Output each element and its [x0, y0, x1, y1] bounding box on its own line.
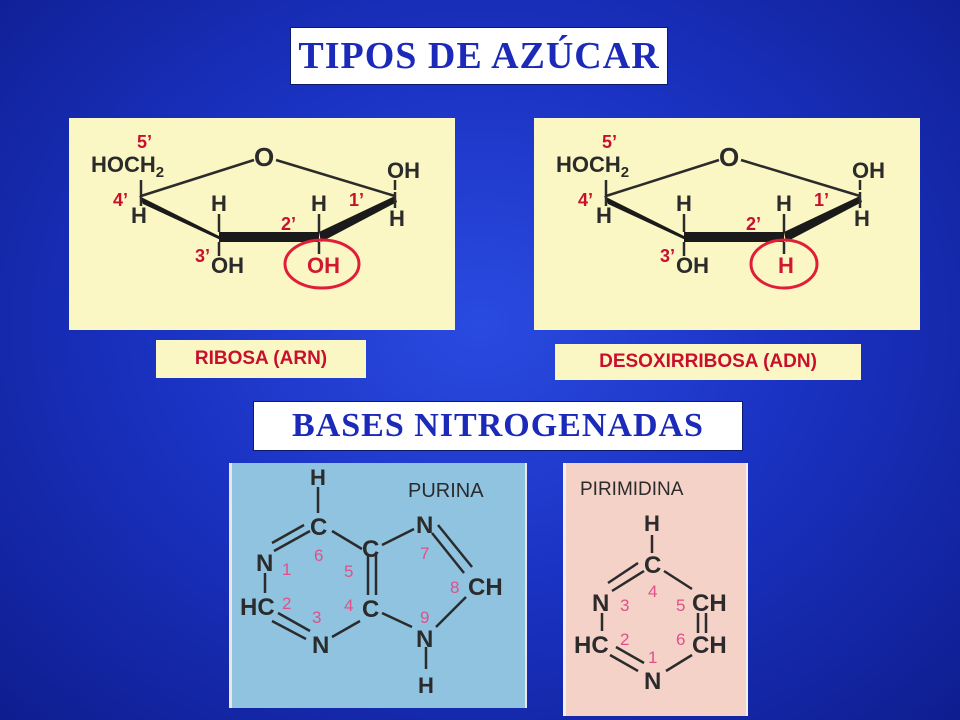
purine-c4: C	[362, 596, 379, 623]
pyrimidine-hc2: HC	[574, 632, 609, 659]
ring-bond-c2-c1	[319, 196, 397, 242]
nitrogenous-bases-title: BASES NITROGENADAS	[253, 401, 743, 451]
c3-oh-group: OH	[676, 253, 709, 278]
hoch2-group: HOCH2	[556, 152, 629, 181]
c2-hydrogen: H	[776, 191, 792, 216]
purine-ch8: CH	[468, 574, 503, 601]
prime-1: 1’	[349, 190, 364, 210]
purine-n9: N	[416, 626, 433, 653]
prime-4: 4’	[113, 190, 128, 210]
highlight-circle	[283, 238, 361, 290]
purine-num-9: 9	[420, 608, 429, 627]
purine-num-1: 1	[282, 560, 291, 579]
purine-structure-panel: PURINA H C N HC N C C N CH N	[229, 463, 527, 708]
purine-num-3: 3	[312, 608, 321, 627]
c3-oh-group: OH	[211, 253, 244, 278]
c1-hydrogen: H	[854, 206, 870, 231]
prime-2: 2’	[281, 214, 296, 234]
c1-oh-group: OH	[852, 158, 885, 183]
sugar-types-title: TIPOS DE AZÚCAR	[290, 27, 668, 85]
purine-hc2: HC	[240, 594, 275, 621]
deoxyribose-label: DESOXIRRIBOSA (ADN)	[555, 344, 861, 380]
purine-num-6: 6	[314, 546, 323, 565]
purine-n3: N	[312, 632, 329, 659]
purine-num-8: 8	[450, 578, 459, 597]
c2-hydrogen: H	[311, 191, 327, 216]
deoxyribose-structure-panel: HOCH2 O OH H H H H OH H 5’ 4’ 3’ 2’ 1’	[534, 118, 920, 330]
ribose-label: RIBOSA (ARN)	[156, 340, 366, 378]
prime-4: 4’	[578, 190, 593, 210]
c4-hydrogen: H	[596, 203, 612, 228]
highlight-circle	[749, 238, 819, 290]
pyrimidine-num-1: 1	[648, 648, 657, 667]
ribose-structure-panel: HOCH2 O OH H H H H OH OH 5’ 4’ 3’ 2’ 1’	[69, 118, 455, 330]
c3-hydrogen: H	[211, 191, 227, 216]
prime-5: 5’	[602, 132, 617, 152]
purine-c6: C	[310, 514, 327, 541]
purine-num-7: 7	[420, 544, 429, 563]
ring-bond-c3-c2	[219, 232, 319, 242]
pyrimidine-ch6: CH	[692, 632, 727, 659]
prime-3: 3’	[660, 246, 675, 266]
prime-5: 5’	[137, 132, 152, 152]
pyrimidine-ch5: CH	[692, 590, 727, 617]
pyrimidine-structure-panel: PIRIMIDINA H C N HC N CH CH 4 3 2 1 5 6	[563, 463, 748, 716]
purine-c5: C	[362, 536, 379, 563]
purine-num-4: 4	[344, 596, 353, 615]
pyrimidine-num-2: 2	[620, 630, 629, 649]
ring-bond-o-c1	[275, 158, 396, 198]
ribose-diagram: HOCH2 O OH H H H H OH OH 5’ 4’ 3’ 2’ 1’	[91, 132, 420, 290]
purine-num-5: 5	[344, 562, 353, 581]
deoxyribose-diagram: HOCH2 O OH H H H H OH H 5’ 4’ 3’ 2’ 1’	[556, 132, 885, 290]
pyrimidine-num-5: 5	[676, 596, 685, 615]
prime-1: 1’	[814, 190, 829, 210]
c1-hydrogen: H	[389, 206, 405, 231]
purine-n7: N	[416, 512, 433, 539]
c2-h-highlighted: H	[778, 253, 794, 278]
purine-num-2: 2	[282, 594, 291, 613]
purine-diagram: PURINA H C N HC N C C N CH N	[240, 465, 503, 698]
pyrimidine-h-top: H	[644, 511, 660, 536]
pyrimidine-c4: C	[644, 552, 661, 579]
ring-oxygen: O	[719, 142, 739, 172]
pyrimidine-num-3: 3	[620, 596, 629, 615]
pyrimidine-title: PIRIMIDINA	[580, 479, 684, 500]
pyrimidine-n3: N	[592, 590, 609, 617]
c1-oh-group: OH	[387, 158, 420, 183]
prime-3: 3’	[195, 246, 210, 266]
c4-hydrogen: H	[131, 203, 147, 228]
pyrimidine-n1: N	[644, 668, 661, 695]
ring-bond-c4-o	[140, 158, 255, 198]
purine-n1: N	[256, 550, 273, 577]
pyrimidine-num-6: 6	[676, 630, 685, 649]
c2-oh-highlighted: OH	[307, 253, 340, 278]
prime-2: 2’	[746, 214, 761, 234]
ring-oxygen: O	[254, 142, 274, 172]
purine-h-bottom: H	[418, 673, 434, 698]
c3-hydrogen: H	[676, 191, 692, 216]
pyrimidine-num-4: 4	[648, 582, 657, 601]
ring-bond-c4-c3	[139, 196, 225, 242]
hoch2-group: HOCH2	[91, 152, 164, 181]
purine-h-top: H	[310, 465, 326, 490]
pyrimidine-diagram: PIRIMIDINA H C N HC N CH CH 4 3 2 1 5 6	[574, 479, 727, 695]
purine-title: PURINA	[408, 480, 484, 502]
